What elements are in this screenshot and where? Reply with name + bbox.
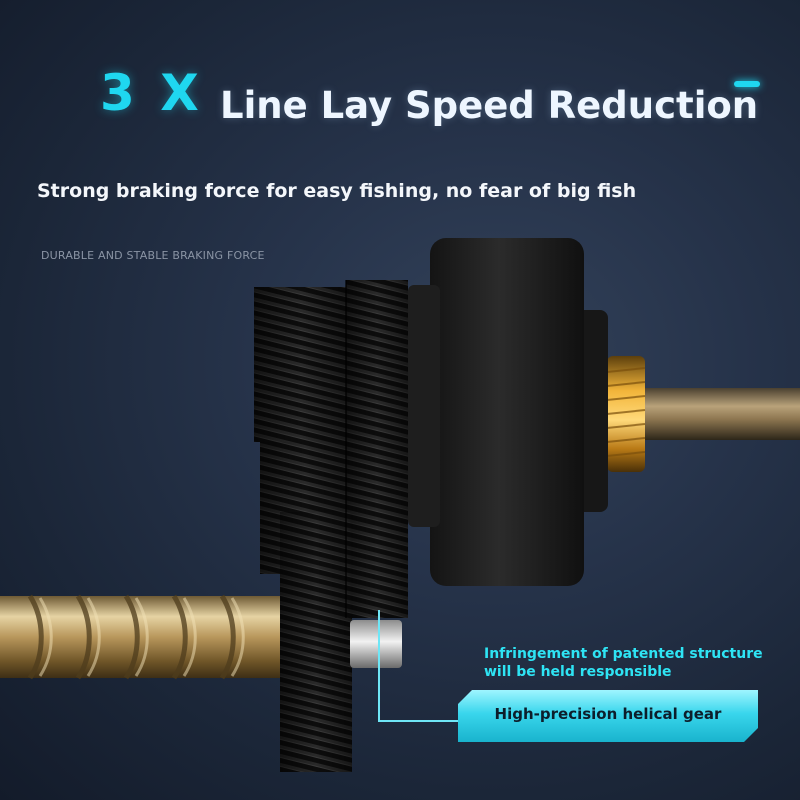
accent-dash [734,81,760,87]
tagline: DURABLE AND STABLE BRAKING FORCE [41,249,265,262]
speed-multiplier: 3 X [100,64,203,122]
headline-title: Line Lay Speed Reduction [220,84,759,127]
patent-notice-line-1: Infringement of patented structure [484,646,763,662]
patent-notice-line-2: will be held responsible [484,664,672,680]
gear-callout-label: High-precision helical gear [494,705,722,723]
subtitle: Strong braking force for easy fishing, n… [37,180,637,202]
gear-callout-badge: High-precision helical gear [458,690,758,742]
callout-leader-line [378,610,464,722]
